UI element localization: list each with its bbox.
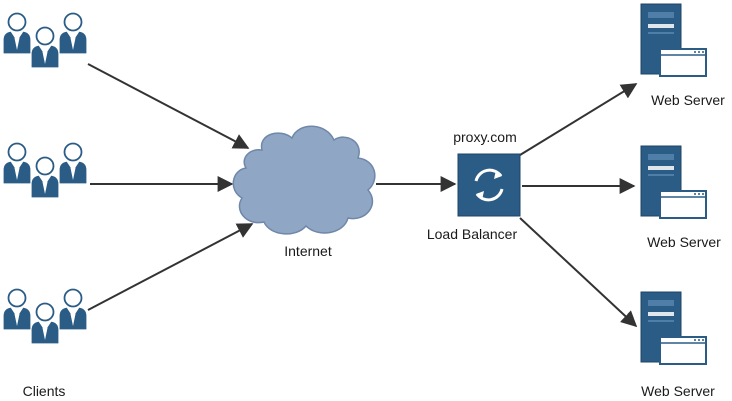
cloud-icon	[232, 125, 376, 235]
web-server-2-label: Web Server	[647, 234, 721, 250]
user-group-icon	[3, 290, 87, 345]
web-server-2	[640, 145, 707, 219]
proxy-label: proxy.com	[453, 129, 517, 145]
server-tower-icon	[640, 145, 707, 219]
web-server-1	[640, 3, 707, 77]
clients-label: Clients	[23, 383, 66, 399]
connection-lines	[87, 63, 638, 328]
client-group-top	[3, 14, 87, 69]
client-group-middle	[3, 144, 87, 199]
load-balancer-label: Load Balancer	[427, 226, 518, 242]
client-group-bottom	[3, 290, 87, 345]
web-server-3	[640, 291, 707, 365]
arrow-load-balancer-to-server-3	[519, 217, 638, 328]
sync-arrows-icon	[474, 168, 504, 202]
user-group-icon	[3, 144, 87, 199]
arrow-clients-bottom-to-internet	[87, 223, 254, 311]
web-server-3-label: Web Server	[641, 383, 715, 399]
internet-label: Internet	[284, 243, 332, 259]
arrow-load-balancer-to-server-1	[519, 83, 638, 156]
server-tower-icon	[640, 3, 707, 77]
load-balancer	[457, 153, 521, 217]
user-group-icon	[3, 14, 87, 69]
server-tower-icon	[640, 291, 707, 365]
arrow-clients-top-to-internet	[87, 63, 250, 149]
web-server-1-label: Web Server	[651, 92, 725, 108]
